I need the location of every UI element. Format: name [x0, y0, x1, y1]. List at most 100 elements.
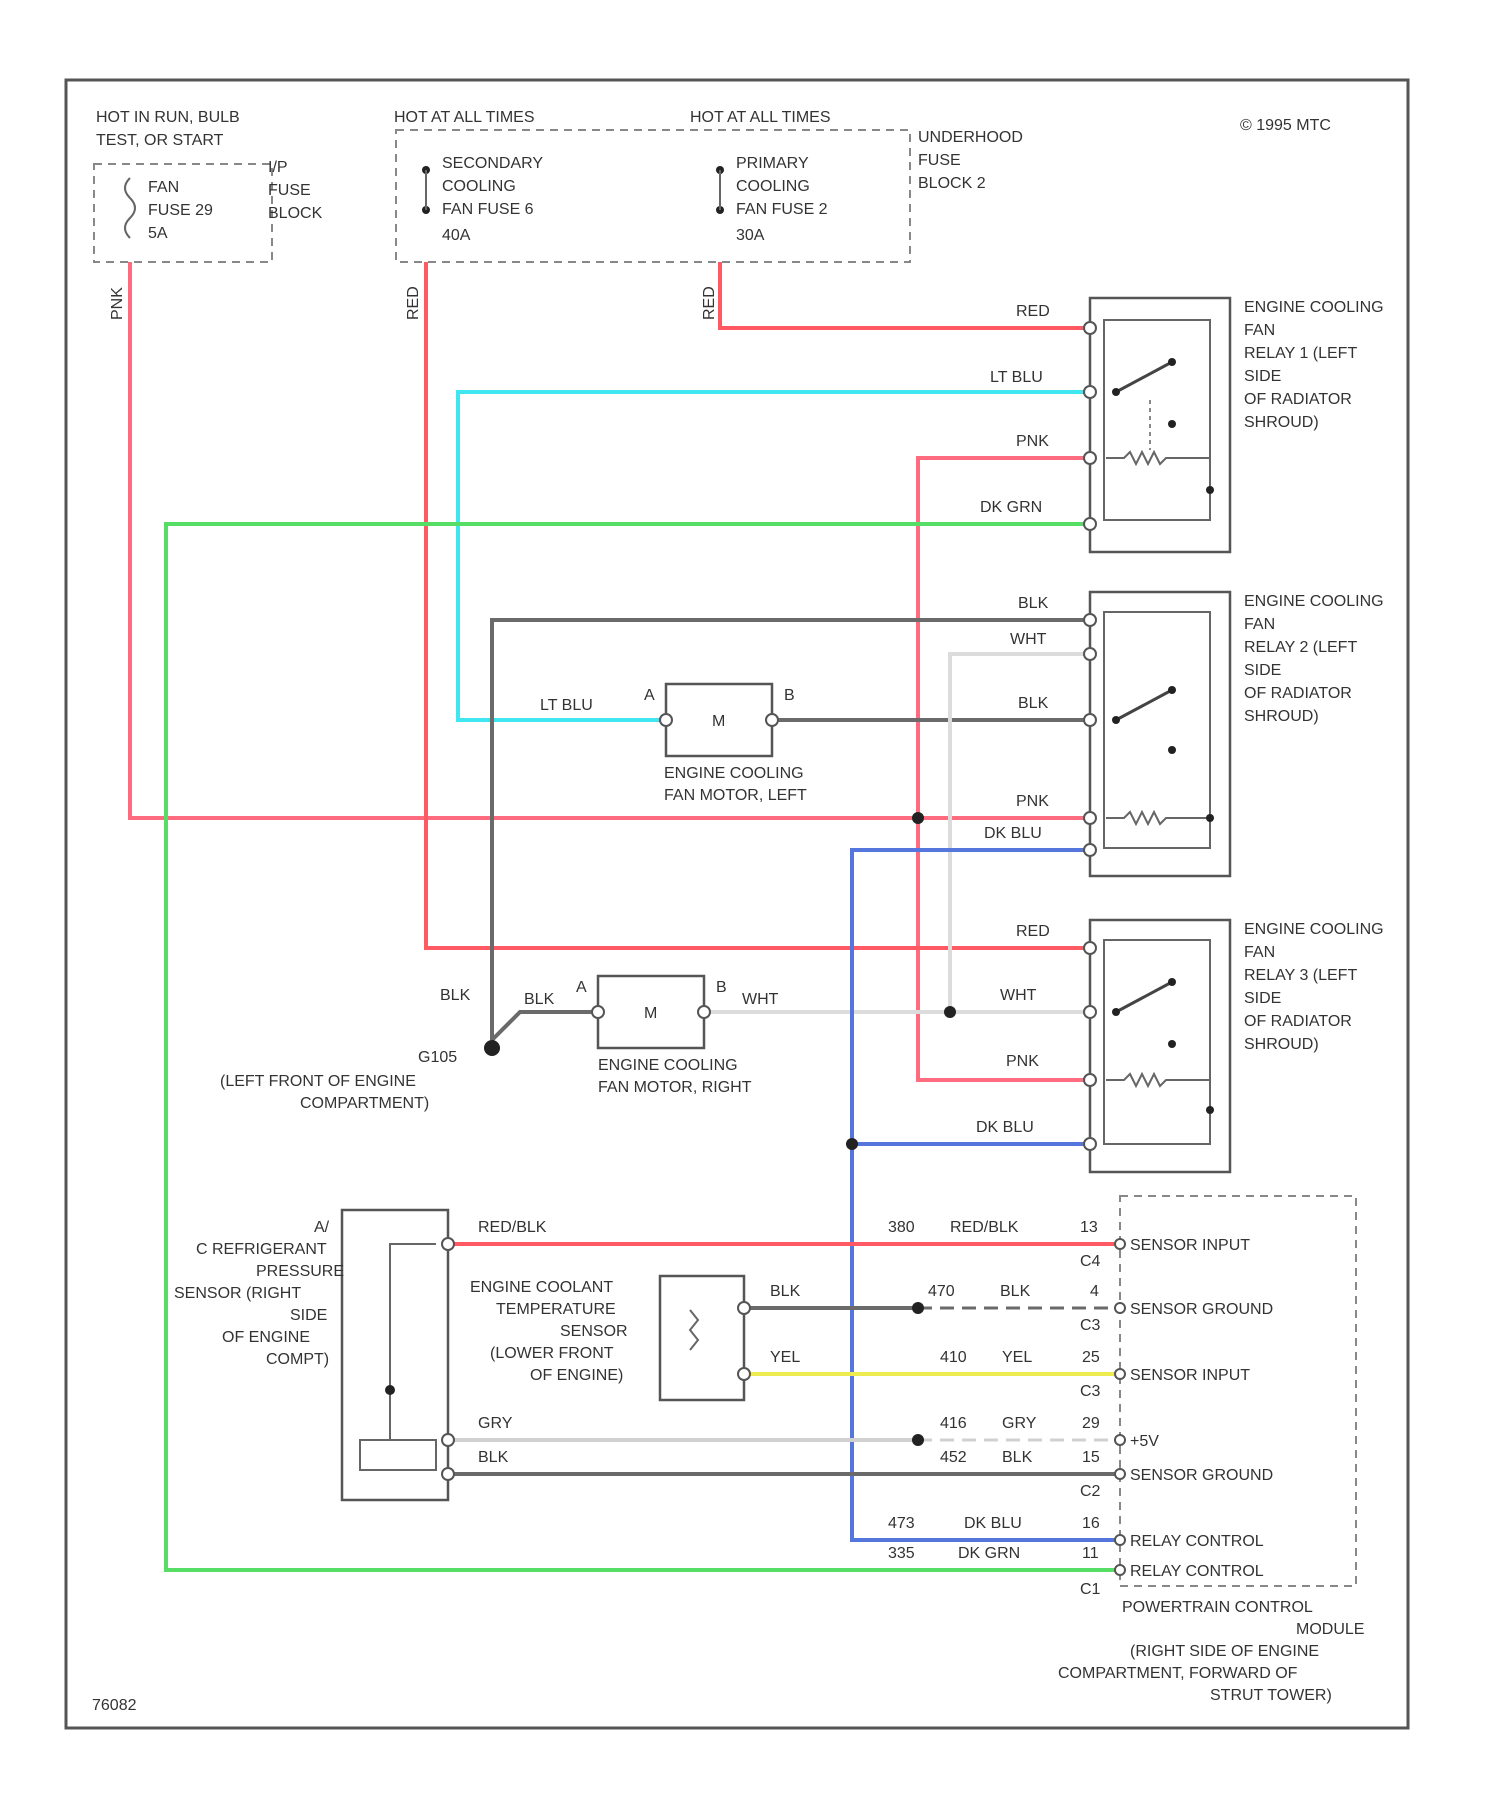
ground-loc-l1: (LEFT FRONT OF ENGINE: [220, 1073, 416, 1090]
svg-text:STRUT TOWER): STRUT TOWER): [1210, 1687, 1332, 1704]
lbl-wht-relay2: WHT: [1010, 631, 1047, 648]
svg-text:ENGINE COOLING: ENGINE COOLING: [1244, 921, 1384, 938]
svg-text:ENGINE COOLANT: ENGINE COOLANT: [470, 1279, 613, 1296]
primary-fuse-l1: PRIMARY: [736, 155, 809, 172]
splice-pnk: [912, 812, 924, 824]
svg-text:A/: A/: [314, 1219, 330, 1236]
lbl-wht-motor-right: WHT: [742, 991, 779, 1008]
secondary-fuse-l3: FAN FUSE 6: [442, 201, 534, 218]
lbl-ltblu-relay1: LT BLU: [990, 369, 1043, 386]
svg-text:335: 335: [888, 1545, 915, 1562]
lbl-blk-relay2: BLK: [1018, 595, 1049, 612]
svg-text:SENSOR GROUND: SENSOR GROUND: [1130, 1301, 1273, 1318]
motor-right-l1: ENGINE COOLING: [598, 1057, 738, 1074]
wires: [130, 262, 1120, 1570]
svg-text:OF RADIATOR: OF RADIATOR: [1244, 391, 1352, 408]
svg-text:ENGINE COOLING: ENGINE COOLING: [1244, 593, 1384, 610]
svg-text:COMPARTMENT, FORWARD OF: COMPARTMENT, FORWARD OF: [1058, 1665, 1298, 1682]
fan-fuse-29-l3: 5A: [148, 225, 168, 242]
svg-text:SENSOR GROUND: SENSOR GROUND: [1130, 1467, 1273, 1484]
primary-fuse-l2: COOLING: [736, 178, 810, 195]
svg-text:SENSOR: SENSOR: [560, 1323, 628, 1340]
lbl-blk-ac: BLK: [478, 1449, 509, 1466]
svg-text:POWERTRAIN CONTROL: POWERTRAIN CONTROL: [1122, 1599, 1313, 1616]
relay-2: [1084, 592, 1230, 876]
pcm-pin-row-3: 416 GRY 29 +5V: [940, 1415, 1159, 1450]
underhood-fuse-block: [396, 130, 910, 262]
svg-text:4: 4: [1090, 1283, 1099, 1300]
lbl-redblk-ac: RED/BLK: [478, 1219, 547, 1236]
motor-left-l2: FAN MOTOR, LEFT: [664, 787, 807, 804]
svg-text:BLK: BLK: [1000, 1283, 1031, 1300]
svg-text:BLK: BLK: [1002, 1449, 1033, 1466]
ac-sensor-label: A/ C REFRIGERANT PRESSURE SENSOR (RIGHT …: [174, 1219, 344, 1368]
splice-dkblu: [846, 1138, 858, 1150]
fan-fuse-29-l1: FAN: [148, 179, 179, 196]
svg-text:M: M: [644, 1005, 657, 1022]
svg-text:SIDE: SIDE: [1244, 990, 1281, 1007]
lbl-pnk-relay3: PNK: [1006, 1053, 1039, 1070]
svg-text:TEMPERATURE: TEMPERATURE: [496, 1301, 616, 1318]
svg-text:FAN: FAN: [1244, 322, 1275, 339]
hot-always-2: HOT AT ALL TIMES: [690, 109, 831, 126]
svg-text:SENSOR (RIGHT: SENSOR (RIGHT: [174, 1285, 301, 1302]
fan-motor-right: M A B: [576, 976, 727, 1048]
svg-text:(RIGHT SIDE OF ENGINE: (RIGHT SIDE OF ENGINE: [1130, 1643, 1319, 1660]
svg-text:SIDE: SIDE: [1244, 368, 1281, 385]
svg-text:(LOWER FRONT: (LOWER FRONT: [490, 1345, 614, 1362]
primary-fuse-l3: FAN FUSE 2: [736, 201, 828, 218]
svg-text:A: A: [644, 687, 655, 704]
secondary-fuse-l1: SECONDARY: [442, 155, 543, 172]
svg-text:RELAY CONTROL: RELAY CONTROL: [1130, 1533, 1264, 1550]
pcm-box: [1120, 1196, 1356, 1586]
svg-text:452: 452: [940, 1449, 967, 1466]
ground-loc-l2: COMPARTMENT): [300, 1095, 429, 1112]
hot-always-1: HOT AT ALL TIMES: [394, 109, 535, 126]
svg-text:OF ENGINE): OF ENGINE): [530, 1367, 623, 1384]
ip-block-l1: I/P: [268, 159, 288, 176]
lbl-pnk-relay1: PNK: [1016, 433, 1049, 450]
svg-text:13: 13: [1080, 1219, 1098, 1236]
lbl-blk-ground: BLK: [440, 987, 471, 1004]
fan-fuse-29-l2: FUSE 29: [148, 202, 213, 219]
svg-text:M: M: [712, 713, 725, 730]
fuse6-wire-label: RED: [405, 286, 422, 320]
wire-pnk-fuse29: [130, 262, 1090, 818]
wire-ltblu: [458, 392, 1090, 720]
lbl-blk-relay2-b: BLK: [1018, 695, 1049, 712]
svg-text:29: 29: [1082, 1415, 1100, 1432]
lbl-dkgrn-relay1: DK GRN: [980, 499, 1042, 516]
svg-text:410: 410: [940, 1349, 967, 1366]
svg-text:C2: C2: [1080, 1483, 1101, 1500]
svg-text:SHROUD): SHROUD): [1244, 708, 1319, 725]
secondary-fuse-l2: COOLING: [442, 178, 516, 195]
svg-text:25: 25: [1082, 1349, 1100, 1366]
svg-text:SENSOR INPUT: SENSOR INPUT: [1130, 1367, 1250, 1384]
svg-text:DK BLU: DK BLU: [964, 1515, 1022, 1532]
relay-3-label: ENGINE COOLING FAN RELAY 3 (LEFT SIDE OF…: [1244, 921, 1384, 1053]
svg-text:OF RADIATOR: OF RADIATOR: [1244, 1013, 1352, 1030]
relay-3: [1084, 920, 1230, 1172]
fuse-29-symbol: [125, 178, 135, 238]
lbl-ltblu-motor: LT BLU: [540, 697, 593, 714]
underhood-l3: BLOCK 2: [918, 175, 986, 192]
svg-text:COMPT): COMPT): [266, 1351, 329, 1368]
wire-dkblu-relay2: [852, 850, 1120, 1540]
svg-text:C1: C1: [1080, 1581, 1101, 1598]
svg-text:SHROUD): SHROUD): [1244, 414, 1319, 431]
svg-text:YEL: YEL: [1002, 1349, 1032, 1366]
lbl-blk-motor-right: BLK: [524, 991, 555, 1008]
splice-blk-ect: [912, 1302, 924, 1314]
svg-text:SIDE: SIDE: [290, 1307, 327, 1324]
pcm-pin-row-5: 473 DK BLU 16 RELAY CONTROL: [888, 1515, 1264, 1550]
svg-text:15: 15: [1082, 1449, 1100, 1466]
ip-block-l3: BLOCK: [268, 205, 323, 222]
lbl-yel-ect: YEL: [770, 1349, 800, 1366]
svg-text:B: B: [716, 979, 727, 996]
wire-blk-ground-motor: [492, 1012, 598, 1040]
motor-left-l1: ENGINE COOLING: [664, 765, 804, 782]
secondary-fuse-l4: 40A: [442, 227, 471, 244]
lbl-wht-relay3: WHT: [1000, 987, 1037, 1004]
relay-2-label: ENGINE COOLING FAN RELAY 2 (LEFT SIDE OF…: [1244, 593, 1384, 725]
